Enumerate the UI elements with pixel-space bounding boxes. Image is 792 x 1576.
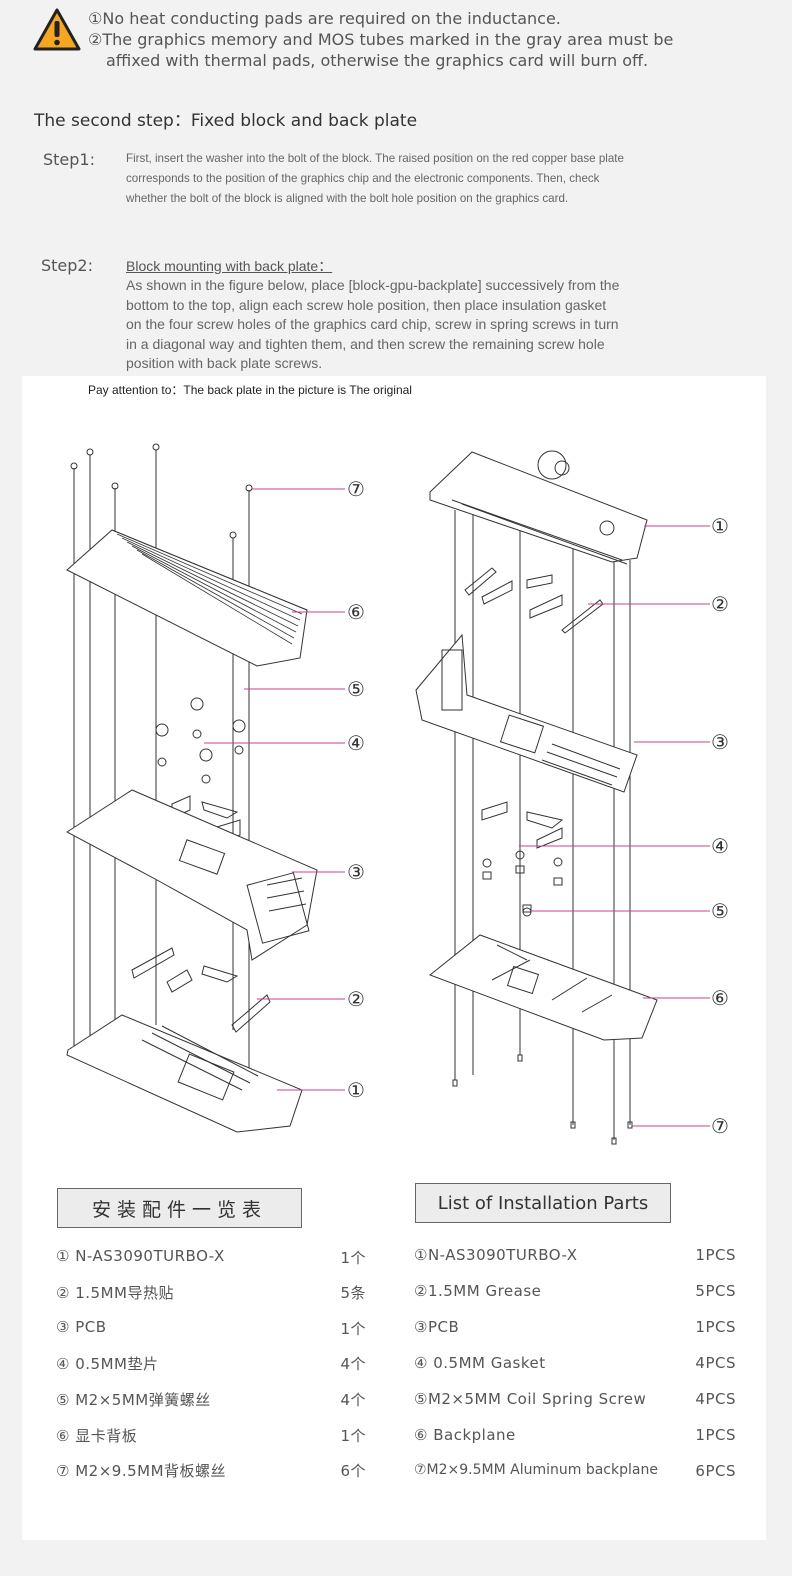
callout-left-3: ③	[347, 860, 365, 884]
step1-line: First, insert the washer into the bolt o…	[126, 152, 624, 165]
parts-en-name: ⑥ Backplane	[414, 1426, 516, 1444]
callout-right-6: ⑥	[711, 986, 729, 1010]
callout-left-6: ⑥	[347, 600, 365, 624]
parts-en-qty: 4PCS	[695, 1354, 736, 1372]
parts-en-name: ②1.5MM Grease	[414, 1282, 542, 1300]
parts-cn-name: ⑥ 显卡背板	[56, 1427, 138, 1445]
callout-left-7: ⑦	[347, 477, 365, 501]
parts-en-name: ④ 0.5MM Gasket	[414, 1354, 546, 1372]
warning-line-1: ①No heat conducting pads are required on…	[88, 9, 561, 28]
warning-line-3: affixed with thermal pads, otherwise the…	[106, 51, 649, 70]
callout-left-1: ①	[347, 1078, 365, 1102]
exploded-view-diagram: ⑦ ⑥ ⑤ ④ ③ ② ① ① ② ③ ④ ⑤ ⑥ ⑦	[66, 443, 729, 1145]
step2-line: bottom to the top, align each screw hole…	[126, 296, 607, 313]
callout-right-7: ⑦	[711, 1114, 729, 1138]
parts-en-qty: 1PCS	[695, 1246, 736, 1264]
right-assembly	[415, 450, 658, 1145]
parts-en-qty: 5PCS	[695, 1282, 736, 1300]
callout-left-5: ⑤	[347, 677, 365, 701]
parts-en-name: ⑦M2×9.5MM Aluminum backplane	[414, 1462, 658, 1478]
parts-en-qty: 6PCS	[695, 1462, 736, 1480]
step2-label: Step2:	[41, 256, 93, 275]
callout-right-3: ③	[711, 730, 729, 754]
parts-cn-qty: 1个	[340, 1427, 366, 1445]
step2-line: on the four screw holes of the graphics …	[126, 316, 619, 332]
parts-en-qty: 1PCS	[695, 1318, 736, 1336]
parts-cn-name: ④ 0.5MM垫片	[56, 1355, 159, 1373]
step1-line: whether the bolt of the block is aligned…	[126, 192, 569, 205]
parts-en-name: ③PCB	[414, 1318, 460, 1336]
section-title: The second step：Fixed block and back pla…	[34, 111, 418, 131]
parts-cn-qty: 5条	[340, 1284, 366, 1302]
parts-en-qty: 1PCS	[695, 1426, 736, 1444]
step2-line: As shown in the figure below, place [blo…	[126, 277, 620, 293]
warning-icon	[33, 8, 81, 51]
callout-left-2: ②	[347, 987, 365, 1011]
parts-cn-qty: 4个	[340, 1391, 366, 1409]
parts-cn-qty: 1个	[340, 1249, 366, 1267]
step2-line: in a diagonal way and tighten them, and …	[126, 335, 605, 352]
step2-line: position with back plate screws.	[126, 355, 323, 371]
parts-cn-name: ② 1.5MM导热贴	[56, 1284, 174, 1302]
parts-cn-qty: 6个	[340, 1462, 366, 1480]
step2-title: Block mounting with back plate：	[126, 258, 333, 274]
parts-cn-name: ① N-AS3090TURBO-X	[56, 1247, 225, 1265]
step1-line: corresponds to the position of the graph…	[126, 172, 600, 185]
callout-right-5: ⑤	[711, 899, 729, 923]
left-assembly	[66, 443, 318, 1133]
step2-text: As shown in the figure below, place [blo…	[126, 276, 654, 374]
parts-cn-title: 安装配件一览表	[57, 1188, 302, 1228]
callout-right-1: ①	[711, 514, 729, 538]
callout-left-4: ④	[347, 731, 365, 755]
callout-right-4: ④	[711, 834, 729, 858]
callout-right-2: ②	[711, 592, 729, 616]
attention-note: Pay attention to：The back plate in the p…	[88, 383, 412, 397]
parts-cn-name: ⑤ M2×5MM弹簧螺丝	[56, 1391, 211, 1409]
parts-en-title: List of Installation Parts	[415, 1183, 671, 1223]
parts-cn-name: ③ PCB	[56, 1318, 107, 1336]
parts-en-qty: 4PCS	[695, 1390, 736, 1408]
parts-cn-qty: 1个	[340, 1320, 366, 1338]
step1-label: Step1:	[43, 150, 95, 169]
step1-text: First, insert the washer into the bolt o…	[126, 149, 736, 209]
parts-cn-qty: 4个	[340, 1355, 366, 1373]
parts-cn-name: ⑦ M2×9.5MM背板螺丝	[56, 1462, 227, 1480]
parts-en-name: ⑤M2×5MM Coil Spring Screw	[414, 1390, 647, 1408]
warning-line-2: ②The graphics memory and MOS tubes marke…	[88, 30, 674, 49]
parts-en-name: ①N-AS3090TURBO-X	[414, 1246, 578, 1264]
